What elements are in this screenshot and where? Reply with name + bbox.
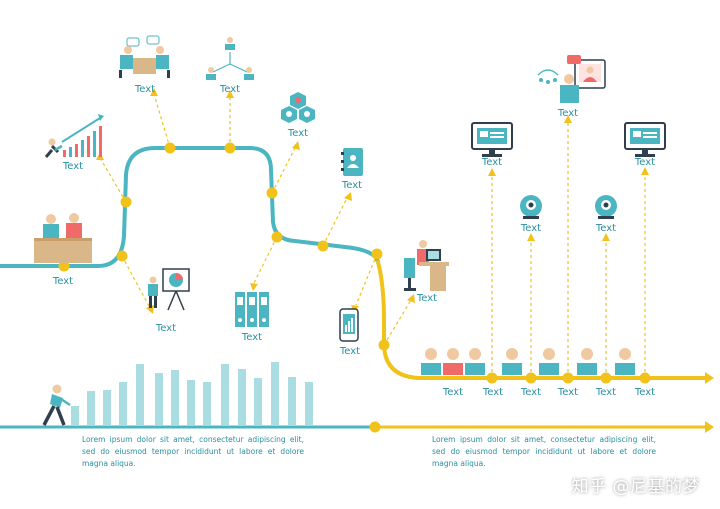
people-row-icon [421, 348, 635, 375]
smartphone-icon [339, 308, 359, 342]
network-label: Text [219, 84, 241, 95]
presentation-label: Text [155, 323, 177, 334]
dashed-connectors [99, 93, 646, 378]
binders-label: Text [241, 332, 263, 343]
people-row-label: Text [482, 387, 504, 398]
webcam-1-label: Text [520, 223, 542, 234]
contacts-book-label: Text [341, 180, 363, 191]
bottom-timeline [0, 421, 714, 433]
monitor-2-label: Text [634, 157, 656, 168]
people-row-label: Text [595, 387, 617, 398]
left-description: Lorem ipsum dolor sit amet, consectetur … [82, 435, 304, 468]
webcam-2-label: Text [595, 223, 617, 234]
handshake-desk-icon [34, 213, 92, 263]
webcam-icon [595, 195, 617, 219]
right-description: Lorem ipsum dolor sit amet, consectetur … [432, 435, 656, 468]
monitor-icon [471, 122, 513, 157]
timeline-arrowhead [705, 372, 714, 384]
background-bar-chart [71, 362, 313, 425]
binders-icon [235, 292, 269, 327]
meeting-table-icon [119, 35, 170, 78]
handshake-label: Text [52, 276, 74, 287]
presentation-icon [148, 268, 190, 311]
monitor-icon [624, 122, 666, 157]
watermark: 知乎 @尼基的梦 [571, 477, 700, 497]
hexagon-label: Text [287, 128, 309, 139]
video-call-icon [537, 55, 606, 103]
people-row-label: Text [634, 387, 656, 398]
network-icon [206, 37, 254, 80]
office-worker-icon [404, 240, 449, 291]
people-row-label: Text [520, 387, 542, 398]
video-call-label: Text [557, 108, 579, 119]
growth-chart-label: Text [62, 161, 84, 172]
timeline-nodes [58, 142, 651, 384]
smartphone-label: Text [339, 346, 361, 357]
hexagon-people-icon [281, 92, 315, 123]
people-row-label: Text [442, 387, 464, 398]
contacts-book-icon [341, 148, 363, 176]
monitor-1-label: Text [481, 157, 503, 168]
people-row-label: Text [557, 387, 579, 398]
webcam-icon [520, 195, 542, 219]
growth-chart-icon [44, 114, 104, 158]
running-person-icon [42, 384, 71, 426]
bottom-timeline-node [369, 421, 381, 433]
meeting-label: Text [134, 84, 156, 95]
office-worker-label: Text [416, 293, 438, 304]
